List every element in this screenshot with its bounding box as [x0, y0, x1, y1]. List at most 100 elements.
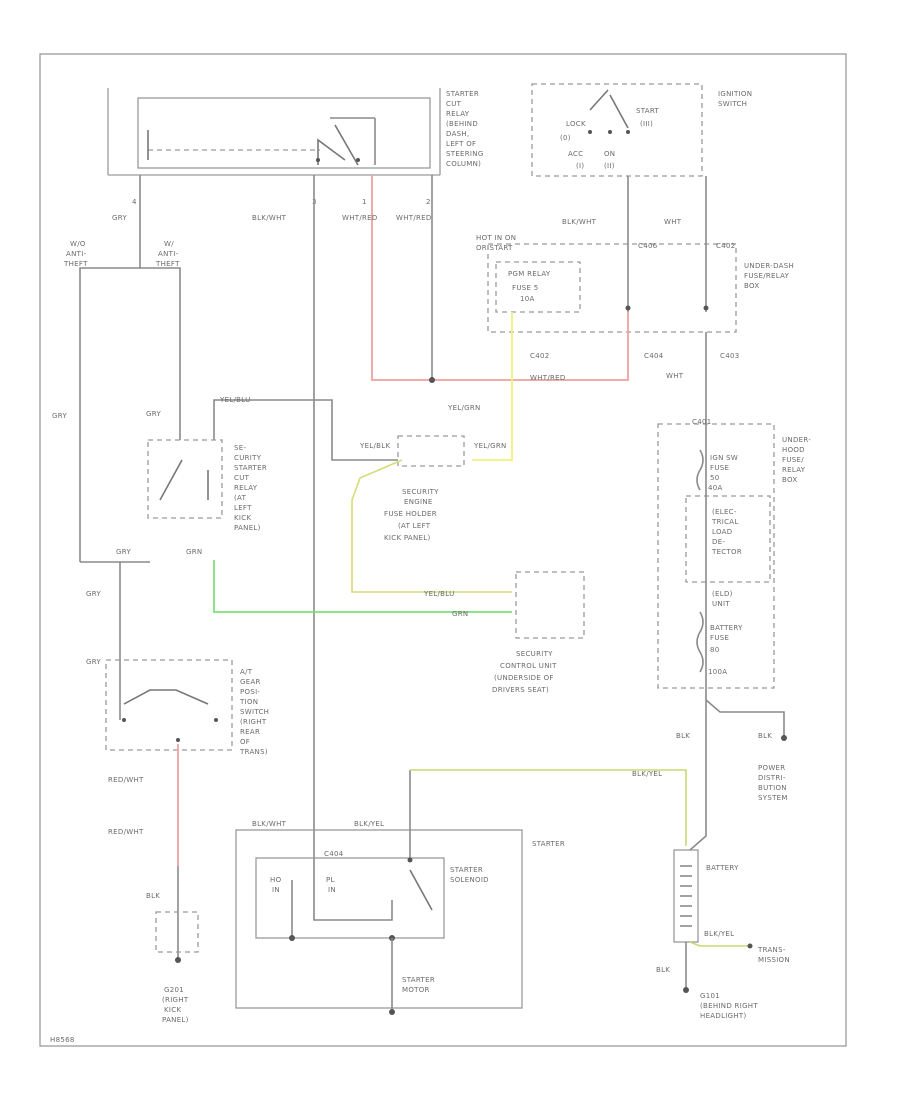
label-line: DASH, [446, 130, 470, 138]
solenoid-label: SOLENOID [450, 876, 489, 884]
connector-c404-b: C404 [324, 850, 344, 858]
eld-label: TECTOR [711, 548, 742, 556]
wire-grn: GRN [452, 610, 468, 618]
start-number: (III) [640, 120, 653, 128]
power-dist-label: SYSTEM [758, 794, 788, 802]
battery-fuse-label: 100A [708, 668, 727, 676]
g101-label: HEADLIGHT) [700, 1012, 747, 1020]
security-fuse-label: FUSE HOLDER [384, 510, 437, 518]
gear-switch-label: POSI- [240, 688, 260, 696]
wire-blk-4: BLK [656, 966, 670, 974]
component-labels: W/O ANTI- THEFT W/ ANTI- THEFT SE- CURIT… [63, 240, 790, 1024]
lock-label: LOCK [566, 120, 586, 128]
ignition-switch: LOCK (0) ACC (I) ON (II) START (III) IGN… [531, 83, 752, 177]
connector-c403: C403 [720, 352, 739, 360]
wire-yel-blu: YEL/BLU [219, 396, 251, 404]
gear-switch-label: (RIGHT [240, 718, 267, 726]
hold-in-label: IN [272, 886, 280, 894]
gear-switch-label: A/T [240, 668, 253, 676]
transmission-label: TRANS- [757, 946, 786, 954]
connector-c406: C406 [638, 242, 658, 250]
label-line: RELAY [446, 110, 470, 118]
eld-label: TRICAL [711, 518, 739, 526]
security-relay-label: CUT [234, 474, 250, 482]
underhood-box-label: BOX [782, 476, 797, 484]
svg-text:4: 4 [132, 198, 137, 206]
fuse5-label: FUSE 5 [512, 284, 539, 292]
starter-motor-label: STARTER [402, 976, 435, 984]
g201-label: (RIGHT [162, 996, 189, 1004]
starter-cut-relay: STARTER CUT RELAY (BEHIND DASH, LEFT OF … [107, 88, 484, 206]
ign-sw-fuse-label: 50 [710, 474, 720, 482]
label-line: CUT [446, 100, 462, 108]
underdash-fuse-relay-box: HOT IN ON OR START PGM RELAY FUSE 5 10A … [476, 234, 794, 333]
hot-in-on-label: OR START [476, 244, 513, 252]
battery-fuse-label: 80 [710, 646, 720, 654]
wire-yel-blk: YEL/BLK [359, 442, 390, 450]
eld-label: (ELD) [712, 590, 733, 598]
g201-label: PANEL) [162, 1016, 189, 1024]
wire-yel-grn: YEL/GRN [447, 404, 481, 412]
security-unit-label: CONTROL UNIT [500, 662, 557, 670]
battery-label: BATTERY [706, 864, 739, 872]
g101-label: (BEHIND RIGHT [700, 1002, 758, 1010]
security-relay-label: STARTER [234, 464, 267, 472]
wire-gry-5: GRY [86, 590, 101, 598]
wire-blk-3: BLK [758, 732, 772, 740]
underdash-box-label: BOX [744, 282, 759, 290]
transmission-label: MISSION [758, 956, 790, 964]
connector-c401: C401 [692, 418, 711, 426]
security-unit-label: DRIVERS SEAT) [492, 686, 549, 694]
ignition-switch-label: SWITCH [718, 100, 747, 108]
hot-in-on-label: HOT IN ON [476, 234, 516, 242]
pgm-relay-label: PGM RELAY [508, 270, 551, 278]
gear-switch-label: OF [240, 738, 250, 746]
ign-sw-fuse-label: IGN SW [710, 454, 738, 462]
battery-fuse-label: FUSE [710, 634, 729, 642]
wire-blk-2: BLK [676, 732, 690, 740]
underhood-box-label: RELAY [782, 466, 806, 474]
ignition-switch-label: IGNITION [718, 90, 752, 98]
wire-yel-blu-2: YEL/BLU [423, 590, 455, 598]
security-fuse-label: KICK PANEL) [384, 534, 431, 542]
svg-text:2: 2 [426, 198, 431, 206]
security-relay-label: RELAY [234, 484, 258, 492]
starter-cut-relay-label: STARTER CUT RELAY (BEHIND DASH, LEFT OF … [446, 90, 484, 168]
security-fuse-label: ENGINE [404, 498, 433, 506]
label-line: LEFT OF [446, 140, 476, 148]
hold-in-label: HO [270, 876, 282, 884]
label-line: (BEHIND [446, 120, 478, 128]
wire-gry-6: GRY [86, 658, 101, 666]
ign-sw-fuse-label: 40A [708, 484, 723, 492]
wire-blk-yel: BLK/YEL [354, 820, 384, 828]
security-relay-label: CURITY [234, 454, 262, 462]
security-relay-label: SE- [234, 444, 246, 452]
battery-fuse-label: BATTERY [710, 624, 743, 632]
underhood-box-label: UNDER- [782, 436, 811, 444]
eld-label: UNIT [712, 600, 730, 608]
eld-label: (ELEC- [712, 508, 737, 516]
starter-assembly: STARTER STARTER SOLENOID STARTER MOTOR H… [235, 770, 565, 1015]
diagram-frame [39, 53, 847, 1047]
power-dist-label: DISTRI- [758, 774, 786, 782]
wire-blk: BLK [146, 892, 160, 900]
wire-blk-wht-starter: BLK/WHT [252, 820, 287, 828]
g101-label: G101 [700, 992, 720, 1000]
wire-grn-2: GRN [186, 548, 202, 556]
on-label: ON [604, 150, 615, 158]
g201-label: G201 [164, 986, 184, 994]
wire-blk-wht-ign: BLK/WHT [562, 218, 597, 226]
label-line: STEERING [446, 150, 484, 158]
acc-number: (I) [576, 162, 584, 170]
security-relay-label: LEFT [234, 504, 252, 512]
wire-gry-3: GRY [52, 412, 67, 420]
at-antitheft-label: THEFT [155, 260, 180, 268]
underdash-box-label: FUSE/RELAY [744, 272, 790, 280]
wire-wht-red-long: WHT/RED [530, 374, 566, 382]
at-antitheft-label: ANTI- [158, 250, 179, 258]
solenoid-label: STARTER [450, 866, 483, 874]
wire-labels: GRY BLK/WHT WHT/RED WHT/RED BLK/WHT WHT … [52, 214, 772, 974]
fuse5-rating: 10A [520, 295, 535, 303]
